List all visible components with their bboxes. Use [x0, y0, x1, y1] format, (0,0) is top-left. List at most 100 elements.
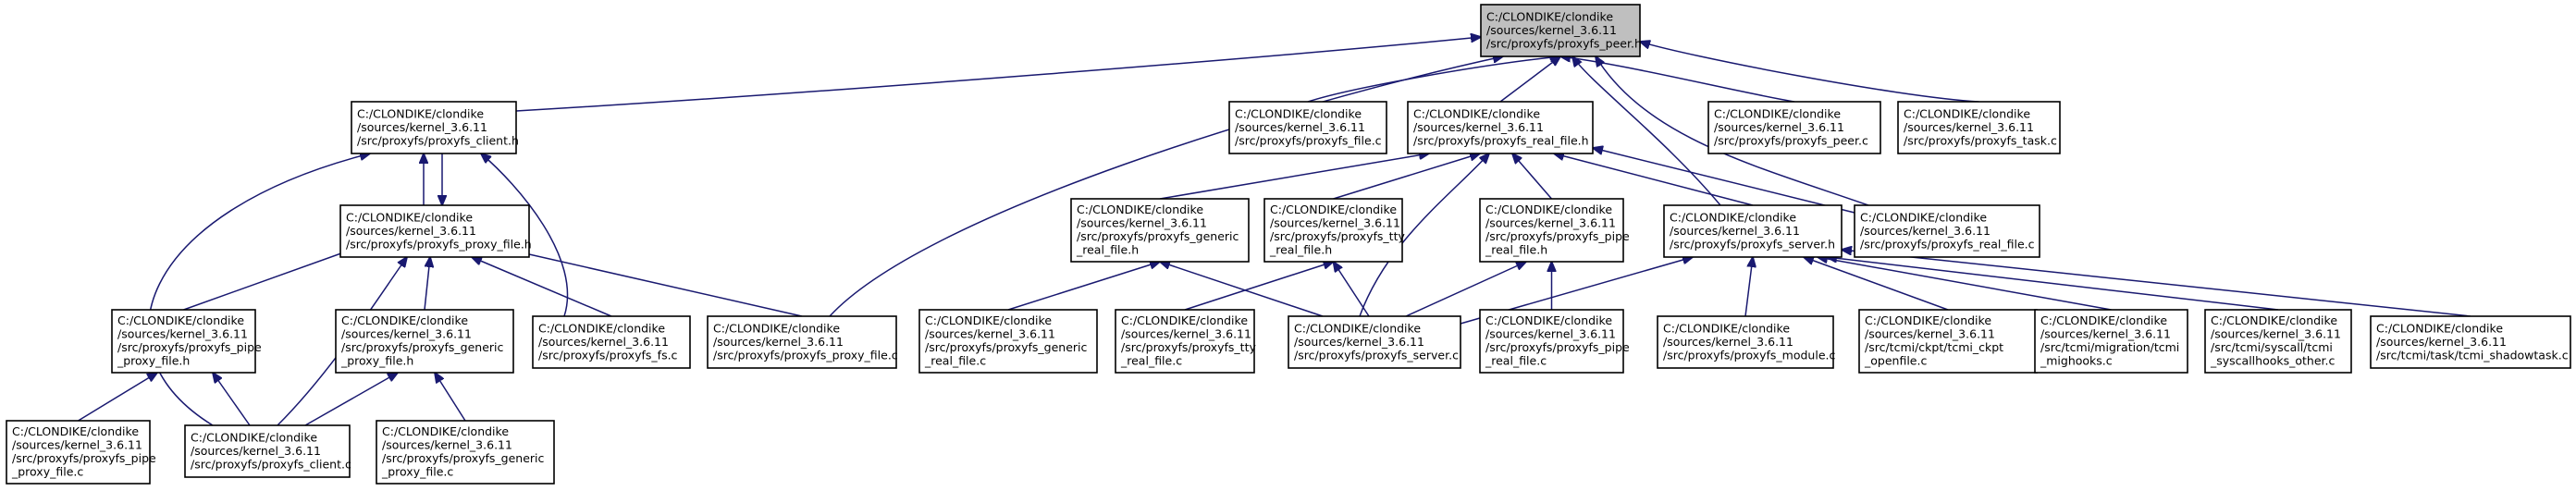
node-label-line: _real_file.c	[1485, 354, 1547, 368]
node-proxy-file-c[interactable]: C:/CLONDIKE/clondike/sources/kernel_3.6.…	[707, 315, 898, 369]
node-label-line: /src/proxyfs/proxyfs_generic	[925, 340, 1088, 354]
node-ckpt-openfile-c[interactable]: C:/CLONDIKE/clondike/sources/kernel_3.6.…	[1858, 309, 2038, 374]
node-box[interactable]	[1663, 204, 1843, 258]
node-box[interactable]	[2034, 309, 2188, 374]
node-label-line: C:/CLONDIKE/clondike	[357, 106, 484, 120]
node-label-line: /src/tcmi/ckpt/tcmi_ckpt	[1865, 340, 2003, 354]
node-generic-real-file-h[interactable]: C:/CLONDIKE/clondike/sources/kernel_3.6.…	[1070, 198, 1250, 263]
node-client-h[interactable]: C:/CLONDIKE/clondike/sources/kernel_3.6.…	[351, 101, 519, 154]
node-generic-proxy-file-h[interactable]: C:/CLONDIKE/clondike/sources/kernel_3.6.…	[335, 309, 514, 374]
node-box[interactable]	[351, 101, 517, 154]
edge-fs-c-to-proxy-file-h	[472, 257, 612, 317]
node-box[interactable]	[2370, 315, 2571, 369]
node-box[interactable]	[1657, 315, 1834, 369]
node-box[interactable]	[339, 204, 530, 258]
node-label-line: /src/proxyfs/proxyfs_file.c	[1235, 133, 1382, 147]
node-server-c[interactable]: C:/CLONDIKE/clondike/sources/kernel_3.6.…	[1288, 315, 1461, 369]
edge-pipe-real-file-h-to-real-file-h	[1512, 153, 1553, 200]
node-box[interactable]	[184, 424, 351, 478]
node-box[interactable]	[6, 420, 151, 485]
node-label-line: /sources/kernel_3.6.11	[1270, 216, 1400, 230]
node-label-line: _real_file.h	[1485, 243, 1547, 257]
node-box[interactable]	[1707, 101, 1881, 154]
node-label-line: /src/tcmi/migration/tcmi	[2040, 340, 2179, 354]
node-server-h[interactable]: C:/CLONDIKE/clondike/sources/kernel_3.6.…	[1663, 204, 1843, 258]
node-box[interactable]	[1070, 198, 1250, 263]
node-box[interactable]	[1897, 101, 2061, 154]
node-box[interactable]	[1479, 198, 1624, 263]
node-label-line: /sources/kernel_3.6.11	[117, 327, 248, 341]
node-pipe-proxy-file-c[interactable]: C:/CLONDIKE/clondike/sources/kernel_3.6.…	[6, 420, 156, 485]
node-pipe-proxy-file-h[interactable]: C:/CLONDIKE/clondike/sources/kernel_3.6.…	[111, 309, 262, 374]
node-label-line: C:/CLONDIKE/clondike	[538, 321, 665, 335]
edge-server-c-to-generic-real-file-h	[1160, 262, 1324, 317]
node-real-file-h[interactable]: C:/CLONDIKE/clondike/sources/kernel_3.6.…	[1407, 101, 1594, 154]
node-module-c[interactable]: C:/CLONDIKE/clondike/sources/kernel_3.6.…	[1657, 315, 1835, 369]
node-box[interactable]	[335, 309, 514, 374]
node-label-line: /src/proxyfs/proxyfs_real_file.c	[1860, 237, 2035, 251]
node-mighooks-c[interactable]: C:/CLONDIKE/clondike/sources/kernel_3.6.…	[2034, 309, 2188, 374]
node-label-line: C:/CLONDIKE/clondike	[1860, 210, 1987, 224]
node-label-line: C:/CLONDIKE/clondike	[341, 313, 468, 327]
node-proxy-file-h[interactable]: C:/CLONDIKE/clondike/sources/kernel_3.6.…	[339, 204, 532, 258]
edge-client-c-to-client-h	[147, 153, 370, 426]
edges-layer	[78, 37, 2471, 426]
edge-task-c-to-peer-h	[1640, 42, 1979, 103]
node-box[interactable]	[1228, 101, 1387, 154]
node-box[interactable]	[1858, 309, 2038, 374]
node-pipe-real-file-h[interactable]: C:/CLONDIKE/clondike/sources/kernel_3.6.…	[1479, 198, 1630, 263]
edge-generic-proxy-file-h-to-proxy-file-h	[424, 257, 430, 311]
node-box[interactable]	[1480, 4, 1641, 57]
node-file-c[interactable]: C:/CLONDIKE/clondike/sources/kernel_3.6.…	[1228, 101, 1387, 154]
node-peer-c[interactable]: C:/CLONDIKE/clondike/sources/kernel_3.6.…	[1707, 101, 1881, 154]
node-label-line: /sources/kernel_3.6.11	[1663, 335, 1793, 349]
node-pipe-real-file-c[interactable]: C:/CLONDIKE/clondike/sources/kernel_3.6.…	[1479, 309, 1630, 374]
edge-tty-real-file-c-to-tty-real-file-h	[1184, 262, 1334, 311]
edge-generic-real-file-h-to-real-file-h	[1159, 153, 1429, 200]
node-label-line: /src/proxyfs/proxyfs_module.c	[1663, 348, 1835, 362]
node-box[interactable]	[918, 309, 1098, 374]
node-box[interactable]	[1479, 309, 1624, 374]
edge-server-c-to-tty-real-file-h	[1334, 262, 1370, 317]
node-client-c[interactable]: C:/CLONDIKE/clondike/sources/kernel_3.6.…	[184, 424, 351, 478]
node-tty-real-file-h[interactable]: C:/CLONDIKE/clondike/sources/kernel_3.6.…	[1263, 198, 1405, 263]
node-label-line: /src/tcmi/task/tcmi_shadowtask.c	[2376, 348, 2569, 362]
node-label-line: /src/proxyfs/proxyfs_client.c	[191, 457, 351, 471]
node-generic-proxy-file-c[interactable]: C:/CLONDIKE/clondike/sources/kernel_3.6.…	[376, 420, 555, 485]
node-box[interactable]	[707, 315, 897, 369]
node-box[interactable]	[376, 420, 555, 485]
node-label-line: C:/CLONDIKE/clondike	[2040, 313, 2167, 327]
edge-ckpt-openfile-c-to-server-h	[1804, 257, 1949, 311]
edge-real-file-h-to-peer-h	[1499, 56, 1560, 103]
node-box[interactable]	[1263, 198, 1403, 263]
node-peer-h[interactable]: C:/CLONDIKE/clondike/sources/kernel_3.6.…	[1480, 4, 1642, 57]
node-label-line: /sources/kernel_3.6.11	[191, 444, 321, 458]
node-label-line: /src/proxyfs/proxyfs_proxy_file.c	[713, 348, 898, 362]
node-box[interactable]	[1115, 309, 1255, 374]
edge-syscallhooks-other-c-to-server-h	[1827, 257, 2279, 311]
node-fs-c[interactable]: C:/CLONDIKE/clondike/sources/kernel_3.6.…	[532, 315, 691, 369]
node-box[interactable]	[1854, 204, 2040, 258]
node-box[interactable]	[2204, 309, 2352, 374]
edge-pipe-proxy-file-h-to-proxy-file-h	[183, 250, 352, 311]
node-box[interactable]	[111, 309, 256, 374]
node-box[interactable]	[532, 315, 691, 369]
node-box[interactable]	[1288, 315, 1461, 369]
node-task-c[interactable]: C:/CLONDIKE/clondike/sources/kernel_3.6.…	[1897, 101, 2061, 154]
node-tty-real-file-c[interactable]: C:/CLONDIKE/clondike/sources/kernel_3.6.…	[1115, 309, 1256, 374]
node-box[interactable]	[1407, 101, 1594, 154]
node-generic-real-file-c[interactable]: C:/CLONDIKE/clondike/sources/kernel_3.6.…	[918, 309, 1098, 374]
node-label-line: /sources/kernel_3.6.11	[538, 335, 669, 349]
node-shadowtask-c[interactable]: C:/CLONDIKE/clondike/sources/kernel_3.6.…	[2370, 315, 2571, 369]
edge-tty-real-file-h-to-real-file-h	[1333, 153, 1481, 200]
edge-real-file-c-to-real-file-h	[1593, 148, 1855, 214]
node-label-line: _proxy_file.c	[381, 465, 453, 479]
node-label-line: C:/CLONDIKE/clondike	[1904, 106, 2030, 120]
node-real-file-c[interactable]: C:/CLONDIKE/clondike/sources/kernel_3.6.…	[1854, 204, 2040, 258]
node-syscallhooks-other-c[interactable]: C:/CLONDIKE/clondike/sources/kernel_3.6.…	[2204, 309, 2352, 374]
edge-peer-c-to-peer-h	[1560, 56, 1795, 103]
node-label-line: /src/proxyfs/proxyfs_server.c	[1294, 348, 1459, 362]
node-label-line: /sources/kernel_3.6.11	[925, 327, 1055, 341]
node-label-line: _proxy_file.h	[117, 354, 190, 368]
